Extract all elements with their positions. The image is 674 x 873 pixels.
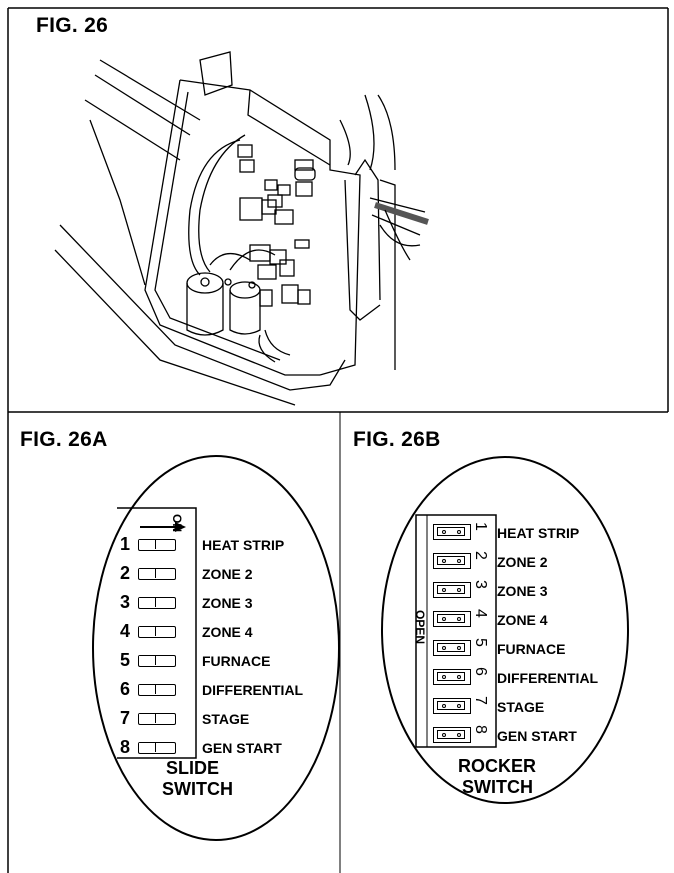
slide-switch-knob [139,656,156,665]
rocker-switch-number: 5 [472,638,489,647]
rocker-switch-toggle[interactable] [433,553,471,569]
rocker-switch-number: 7 [472,696,489,705]
rocker-dot [442,617,446,621]
slide-switch-label: STAGE [202,711,250,727]
rocker-switch-inner [437,672,465,681]
rocker-dot [457,704,461,708]
slide-switch-number: 3 [120,592,131,612]
rocker-dot [457,559,461,563]
rocker-switch-toggle[interactable] [433,640,471,656]
rocker-dot [442,530,446,534]
rocker-switch-label: STAGE [497,699,545,715]
rocker-switch-label: FURNACE [497,641,566,657]
rocker-switch-toggle[interactable] [433,698,471,714]
rocker-dot [442,675,446,679]
rocker-switch-toggle[interactable] [433,611,471,627]
slide-switch-knob [139,598,156,607]
rocker-switch-inner [437,556,465,565]
slide-switch-label: ZONE 3 [202,595,253,611]
slide-switch-label: HEAT STRIP [202,537,285,553]
rocker-switch-number: 6 [472,667,489,676]
rocker-dot [457,675,461,679]
rocker-switch-toggle[interactable] [433,669,471,685]
slide-switch-toggle[interactable] [138,713,176,725]
rocker-dot [457,733,461,737]
rocker-switch-caption-line2: SWITCH [462,777,533,797]
slide-switch-toggle[interactable] [138,568,176,580]
slide-switch-toggle[interactable] [138,684,176,696]
rocker-switch-caption-line1: ROCKER [458,756,537,776]
rocker-switch-number: 3 [472,580,489,589]
slide-switch-knob [139,627,156,636]
rocker-dot [457,530,461,534]
rocker-switch-toggle[interactable] [433,524,471,540]
rocker-dot [442,559,446,563]
rocker-switch-inner [437,527,465,536]
control-box-illustration [54,51,429,406]
slide-switch-knob [139,714,156,723]
slide-switch-toggle[interactable] [138,597,176,609]
slide-switch-number: 7 [120,708,131,728]
rocker-switch-toggle[interactable] [433,727,471,743]
rocker-switch-label: HEAT STRIP [497,525,580,541]
slide-switch-knob [139,685,156,694]
rocker-switch-label: DIFFERENTIAL [497,670,599,686]
rocker-dot [457,588,461,592]
rocker-switch-inner [437,730,465,739]
slide-switch-number: 4 [120,621,131,641]
rocker-switch-label: GEN START [497,728,577,744]
slide-switch-number: 5 [120,650,131,670]
slide-switch-knob [139,743,156,752]
rocker-switch-inner [437,701,465,710]
slide-switch-number: 1 [120,534,131,554]
rocker-dot [457,617,461,621]
fig-26b-label: FIG. 26B [353,428,441,451]
slide-switch-caption-line1: SLIDE [166,758,220,778]
slide-switch-knob [139,540,156,549]
rocker-switch-number: 2 [472,551,489,560]
rocker-dot [442,646,446,650]
fig-26a-label: FIG. 26A [20,428,108,451]
rocker-dot [442,704,446,708]
fig-26-label: FIG. 26 [36,14,109,37]
slide-switch-number: 2 [120,563,131,583]
slide-switch-toggle[interactable] [138,655,176,667]
rocker-switch-inner [437,614,465,623]
rocker-switch-toggle[interactable] [433,582,471,598]
slide-switch-label: ZONE 4 [202,624,253,640]
rocker-switch-label: ZONE 4 [497,612,548,628]
rocker-dot [442,733,446,737]
slide-switch-number: 6 [120,679,131,699]
rocker-switch-number: 8 [472,725,489,734]
rocker-switch-number: 4 [472,609,489,618]
slide-switch-toggle[interactable] [138,742,176,754]
slide-switch-number: 8 [120,737,131,757]
slide-switch-label: FURNACE [202,653,271,669]
slide-switch-label: GEN START [202,740,282,756]
slide-switch-label: DIFFERENTIAL [202,682,304,698]
slide-switch-caption-line2: SWITCH [162,779,233,799]
rocker-switch-open-label: OPEN [413,610,427,645]
rocker-switch-number: 1 [472,522,489,531]
slide-switch-label: ZONE 2 [202,566,253,582]
rocker-dot [442,588,446,592]
slide-switch-knob [139,569,156,578]
rocker-switch-inner [437,643,465,652]
rocker-switch-label: ZONE 3 [497,583,548,599]
rocker-switch-inner [437,585,465,594]
rocker-dot [457,646,461,650]
slide-switch-toggle[interactable] [138,626,176,638]
slide-switch-toggle[interactable] [138,539,176,551]
rocker-switch-label: ZONE 2 [497,554,548,570]
